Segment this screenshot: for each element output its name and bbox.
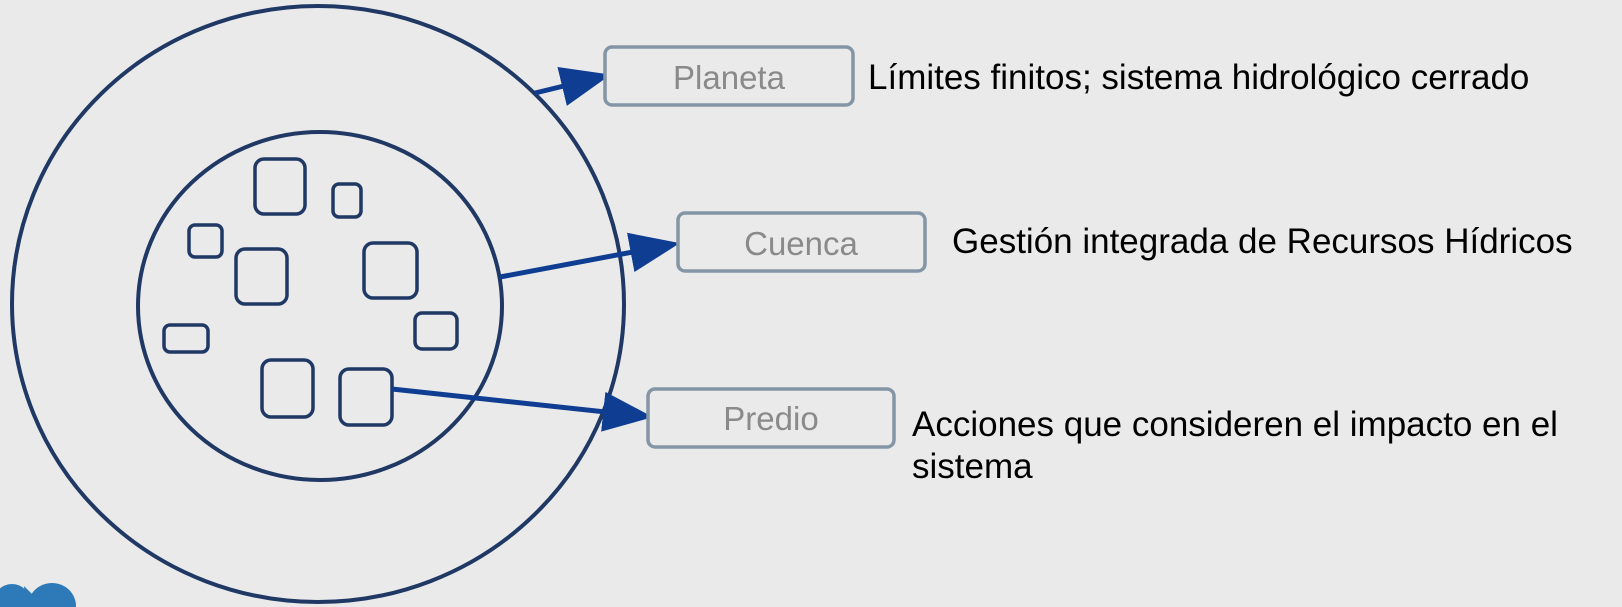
parcel	[187, 223, 224, 259]
parcel	[234, 247, 289, 306]
parcel	[413, 311, 459, 351]
parcel	[362, 241, 419, 300]
planeta-label: Planeta	[673, 59, 786, 96]
cuenca-description: Gestión integrada de Recursos Hídricos	[952, 222, 1573, 261]
cuenca-arrow	[499, 232, 680, 280]
planeta-arrow	[534, 66, 611, 106]
planeta-description: Límites finitos; sistema hidrológico cer…	[868, 58, 1530, 97]
predio-label-box: Predio	[646, 387, 896, 449]
predio-arrow	[391, 386, 653, 432]
predio-description: Acciones que consideren el impacto en el…	[912, 405, 1558, 486]
cuenca-label: Cuenca	[744, 225, 858, 262]
parcels	[162, 157, 459, 427]
parcel	[331, 182, 363, 219]
cuenca-label-box: Cuenca	[676, 211, 927, 273]
parcel	[338, 367, 394, 427]
planet-circle	[10, 4, 626, 604]
parcel	[260, 358, 315, 419]
planeta-label-box: Planeta	[603, 45, 855, 107]
water-drop-logo	[0, 583, 76, 607]
parcel	[253, 157, 307, 216]
basin-circle	[136, 130, 504, 482]
parcel	[162, 323, 210, 354]
predio-label: Predio	[723, 400, 818, 437]
